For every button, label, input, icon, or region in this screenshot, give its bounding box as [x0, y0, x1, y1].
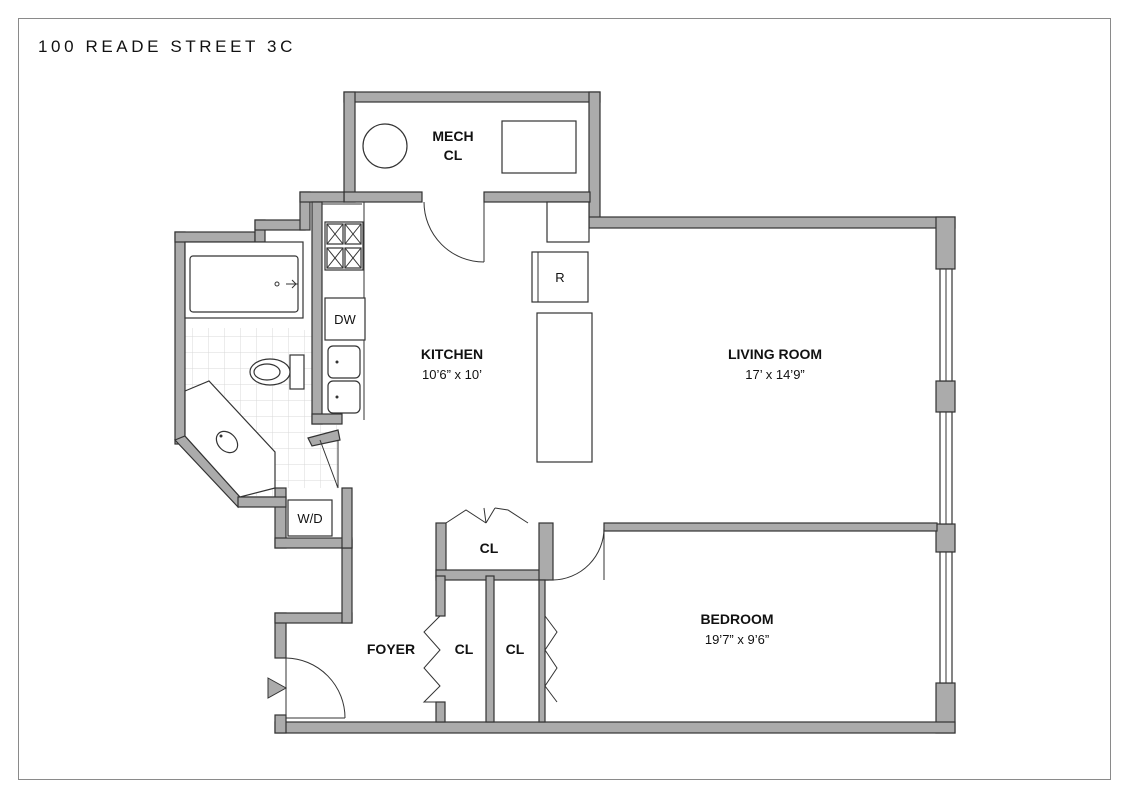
- hall-closet-doors[interactable]: [445, 507, 529, 524]
- kitchen-island: [536, 312, 593, 463]
- dishwasher: [324, 297, 366, 341]
- foyer-closet-left-label: CL: [455, 641, 474, 657]
- foyer-label: FOYER: [367, 641, 415, 657]
- hall-closet-label: CL: [480, 540, 499, 556]
- mech-label-line2: CL: [444, 147, 463, 163]
- kitchen-sink-icon: [327, 345, 361, 414]
- kitchen-dims: 10’6” x 10’: [422, 367, 482, 382]
- washer-dryer-label: W/D: [297, 511, 322, 526]
- toilet-icon: [249, 354, 305, 390]
- entry-arrow-icon: [267, 677, 288, 699]
- dishwasher-label: DW: [334, 312, 356, 327]
- refrigerator: [531, 251, 589, 303]
- living-room-label: LIVING ROOM: [728, 346, 822, 362]
- washer-dryer: [287, 499, 333, 537]
- bathroom-door[interactable]: [319, 439, 339, 489]
- mech-door[interactable]: [423, 201, 485, 263]
- mech-label-line1: MECH: [432, 128, 473, 144]
- water-heater-icon: [362, 123, 408, 169]
- bedroom-label: BEDROOM: [700, 611, 773, 627]
- living-room-dims: 17’ x 14’9”: [745, 367, 805, 382]
- bedroom-door[interactable]: [552, 527, 605, 581]
- plan-title: 100 READE STREET 3C: [38, 37, 296, 56]
- stove-icon: [324, 221, 364, 271]
- hvac-unit-icon: [501, 120, 577, 174]
- foyer-closet-right-label: CL: [506, 641, 525, 657]
- plan-border: [18, 18, 1111, 780]
- bathtub-icon: [184, 241, 304, 319]
- refrigerator-label: R: [555, 270, 564, 285]
- kitchen-cabinet: [546, 201, 590, 243]
- windows: [939, 268, 953, 684]
- foyer-closet-doors[interactable]: [422, 615, 558, 703]
- mech-closet-walls: [343, 91, 601, 219]
- exterior-walls: [173, 191, 956, 734]
- kitchen-label: KITCHEN: [421, 346, 483, 362]
- bedroom-dims: 19’7” x 9’6”: [705, 632, 769, 647]
- vanity-sink-icon: [184, 380, 276, 498]
- entry-door[interactable]: [285, 657, 346, 719]
